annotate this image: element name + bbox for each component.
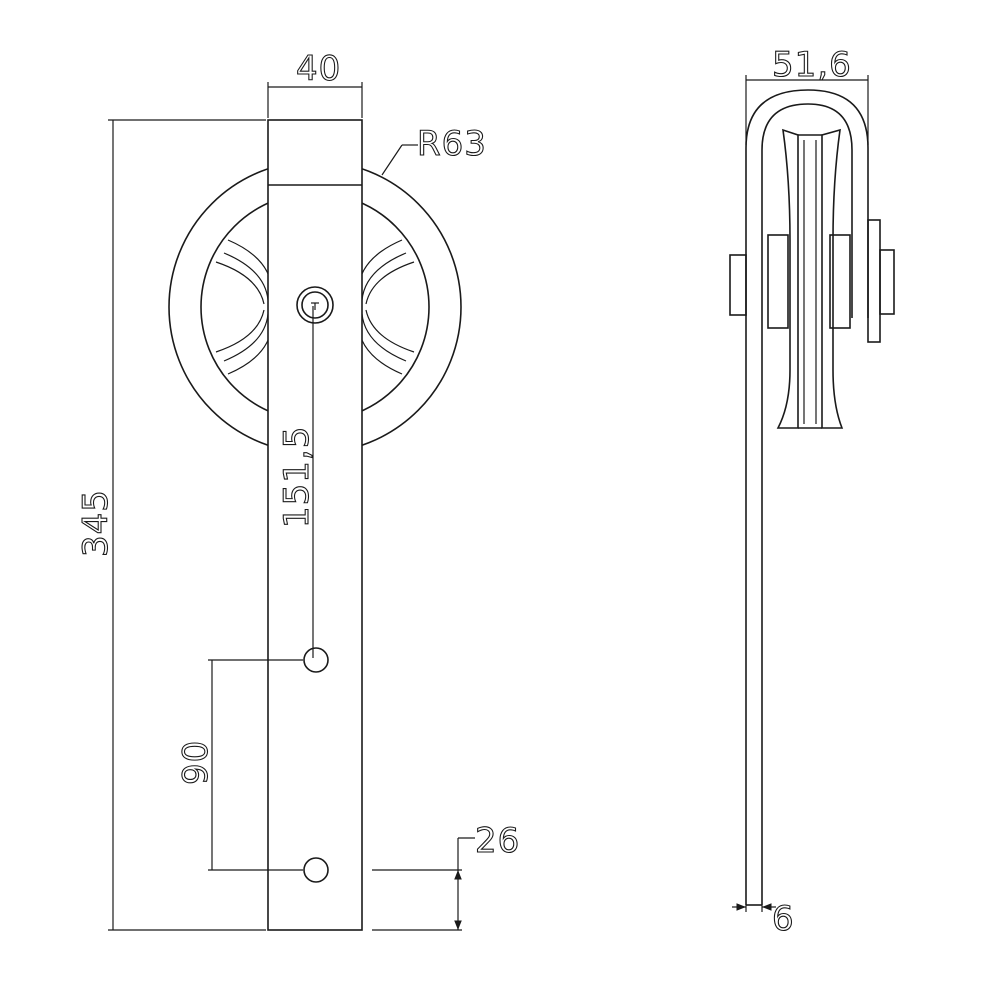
dim-label-r63: R63	[417, 124, 487, 164]
dimension-bottom-offset: 26	[372, 820, 520, 931]
dim-label-345: 345	[76, 489, 116, 557]
dimension-hole-spacing: 90	[175, 659, 303, 871]
dimension-axle-to-hole: 151,5	[276, 306, 318, 658]
strap-profile	[745, 89, 869, 906]
side-view: 51,6 6	[729, 44, 895, 940]
dim-label-26: 26	[475, 821, 520, 861]
axle-bolt	[296, 286, 334, 324]
hub-assembly	[729, 219, 895, 343]
dimension-height-345: 345	[75, 119, 266, 931]
wheel-profile	[776, 128, 844, 429]
dimension-width-40: 40	[267, 48, 363, 118]
front-view: 40 R63 345 151,5 90	[75, 48, 520, 931]
dim-label-151-5: 151,5	[277, 426, 317, 528]
dim-label-51-6: 51,6	[772, 45, 852, 85]
dimension-radius: R63	[381, 123, 487, 176]
dim-label-40: 40	[296, 49, 341, 89]
mounting-hole-lower	[303, 857, 329, 883]
strap-bar	[267, 119, 363, 931]
dimension-width-51-6: 51,6	[745, 44, 869, 145]
dim-label-90: 90	[176, 740, 216, 785]
dim-label-6: 6	[772, 899, 795, 939]
mounting-hole-upper	[303, 647, 329, 673]
dimension-thickness-6: 6	[732, 898, 795, 940]
